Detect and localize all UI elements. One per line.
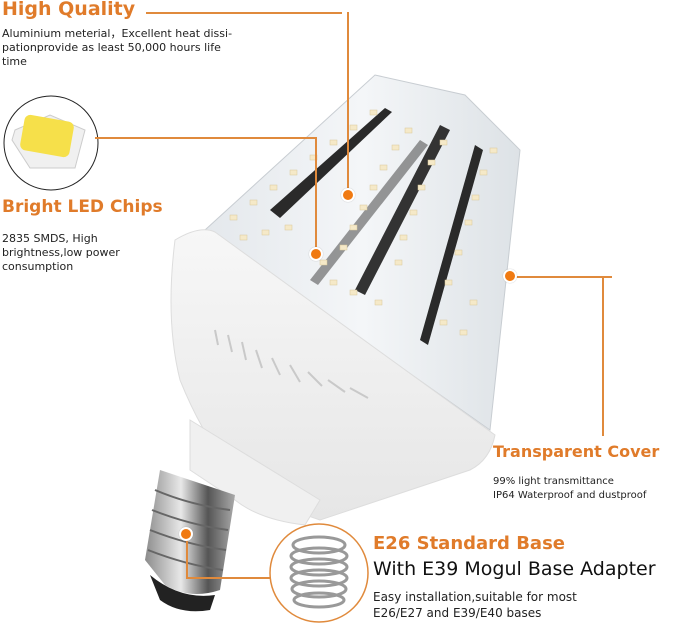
feature-desc-e26-base: Easy installation,suitable for most E26/… xyxy=(373,590,577,620)
connector-led-chips-h xyxy=(95,137,316,139)
connector-base-h xyxy=(186,577,271,579)
marker-high-quality xyxy=(341,188,355,202)
connector-led-chips-v xyxy=(315,137,317,247)
connector-high-quality-v xyxy=(347,12,349,195)
feature-title-high-quality: High Quality xyxy=(2,0,136,20)
marker-cover xyxy=(503,269,517,283)
feature-title-e26-base: E26 Standard Base xyxy=(373,533,565,554)
connector-base-v xyxy=(186,540,188,578)
connector-cover-v xyxy=(602,276,604,436)
feature-desc-high-quality: Aluminium meterial，Excellent heat dissi-… xyxy=(2,27,233,68)
feature-title-transparent-cover: Transparent Cover xyxy=(493,442,660,461)
feature-desc-transparent-cover: 99% light transmittance IP64 Waterproof … xyxy=(493,476,647,501)
connector-cover-h xyxy=(515,276,612,278)
marker-base xyxy=(179,527,193,541)
feature-subtitle-e39-adapter: With E39 Mogul Base Adapter xyxy=(373,558,656,580)
marker-led-chips xyxy=(309,247,323,261)
feature-title-led-chips: Bright LED Chips xyxy=(2,197,163,217)
feature-desc-led-chips: 2835 SMDS, High brightness,low power con… xyxy=(2,232,120,273)
connector-high-quality-h xyxy=(146,12,342,14)
